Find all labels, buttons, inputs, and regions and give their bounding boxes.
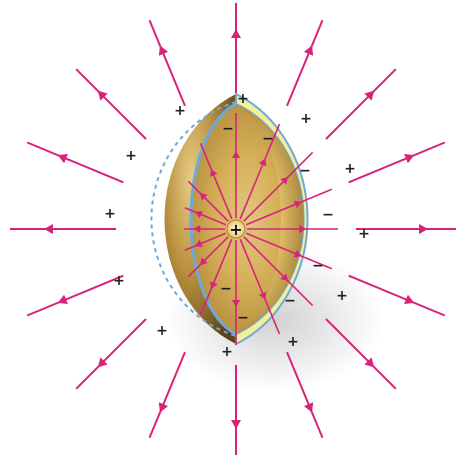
point-charge-label: + [229, 220, 242, 239]
positive-charge-sign: + [113, 273, 125, 289]
field-arrowhead [419, 224, 428, 234]
positive-charge-sign: + [300, 111, 312, 127]
positive-charge-sign: + [358, 226, 370, 242]
negative-charge-sign: − [237, 310, 249, 326]
positive-charge-sign: + [156, 323, 168, 339]
field-line-outer [76, 319, 146, 389]
negative-charge-sign: − [262, 131, 274, 147]
field-line-outer [287, 20, 322, 106]
positive-charge-sign: + [104, 206, 116, 222]
field-line-outer [150, 352, 185, 438]
positive-charge-sign: + [125, 148, 137, 164]
field-line-outer [150, 20, 185, 106]
positive-charge-sign: + [174, 103, 186, 119]
field-line-outer [76, 69, 146, 139]
negative-charge-sign: − [220, 281, 232, 297]
negative-charge-sign: − [322, 207, 334, 223]
negative-charge-sign: − [222, 121, 234, 137]
positive-charge-sign: + [237, 91, 249, 107]
negative-charge-sign: − [299, 163, 311, 179]
field-line-outer [27, 276, 123, 316]
field-arrowhead [231, 420, 241, 429]
field-line-outer [27, 143, 123, 183]
field-arrowhead [231, 29, 241, 38]
negative-charge-sign: − [284, 293, 296, 309]
positive-charge-sign: + [287, 334, 299, 350]
field-line-outer [326, 69, 396, 139]
positive-charge-sign: + [221, 344, 233, 360]
field-arrowhead [44, 224, 53, 234]
field-line-outer [349, 143, 445, 183]
positive-charge-sign: + [336, 288, 348, 304]
positive-charge-sign: + [344, 161, 356, 177]
negative-charge-sign: − [312, 258, 324, 274]
